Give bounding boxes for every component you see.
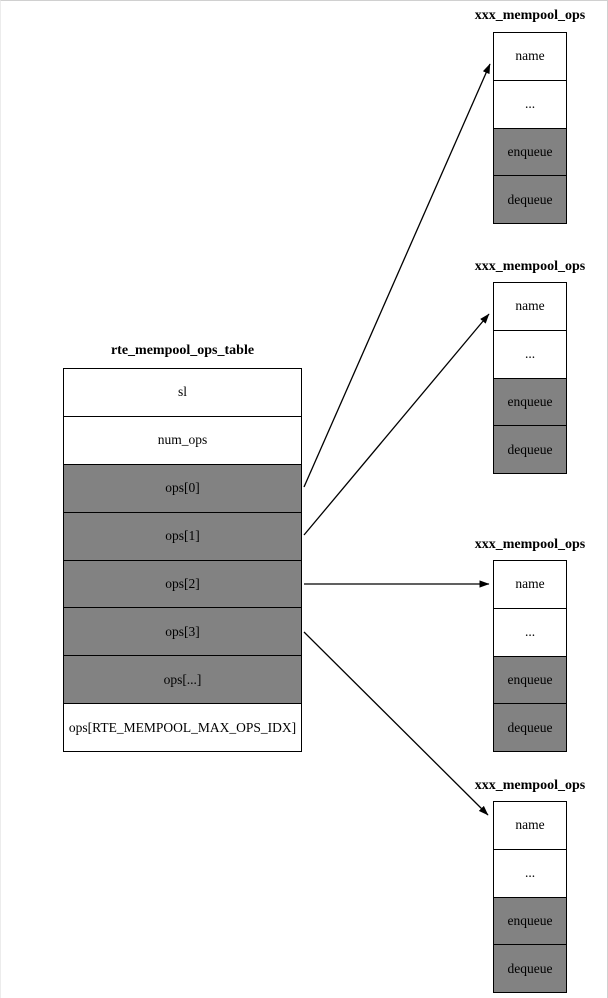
ops-table-row-name: name — [515, 576, 545, 592]
ops-table-3: name ... enqueue dequeue — [493, 560, 567, 752]
ops-table-row-name: name — [515, 817, 545, 833]
main-table-row-ops-0: ops[0] — [64, 463, 301, 512]
ops-table-row-enqueue: enqueue — [494, 896, 566, 945]
main-table-row-ops-etc: ops[...] — [64, 655, 301, 704]
ops-table-row-ellipsis: ... — [494, 607, 566, 656]
main-table-row-ops-2: ops[2] — [64, 559, 301, 608]
arrow-ops0-to-ops-table-1 — [303, 63, 491, 488]
main-table-row-ops-3: ops[3] — [64, 607, 301, 656]
arrow-ops3-to-ops-table-4 — [303, 631, 489, 816]
ops-table-row-ellipsis: ... — [494, 79, 566, 128]
ops-table-row-name: name — [515, 48, 545, 64]
arrow-ops1-to-ops-table-2 — [303, 313, 490, 536]
ops-table-4: name ... enqueue dequeue — [493, 801, 567, 993]
ops-table-row-dequeue: dequeue — [494, 175, 566, 223]
ops-table-row-dequeue: dequeue — [494, 703, 566, 751]
main-table-row-ops-1: ops[1] — [64, 511, 301, 560]
ops-table-row-dequeue: dequeue — [494, 425, 566, 473]
ops-table-row-enqueue: enqueue — [494, 127, 566, 176]
ops-table-2-title: xxx_mempool_ops — [474, 259, 586, 274]
main-table-row-sl: sl — [177, 384, 187, 400]
main-table-row-ops-max: ops[RTE_MEMPOOL_MAX_OPS_IDX] — [64, 703, 301, 751]
ops-table-row-enqueue: enqueue — [494, 655, 566, 704]
main-table: sl num_ops ops[0] ops[1] ops[2] ops[3] o… — [63, 368, 302, 752]
ops-table-1-title: xxx_mempool_ops — [474, 8, 586, 23]
main-table-row-num-ops: num_ops — [64, 415, 301, 464]
ops-table-row-enqueue: enqueue — [494, 377, 566, 426]
main-table-title: rte_mempool_ops_table — [110, 343, 255, 358]
ops-table-row-dequeue: dequeue — [494, 944, 566, 992]
ops-table-4-title: xxx_mempool_ops — [474, 778, 586, 793]
ops-table-1: name ... enqueue dequeue — [493, 32, 567, 224]
ops-table-3-title: xxx_mempool_ops — [474, 537, 586, 552]
ops-table-row-ellipsis: ... — [494, 848, 566, 897]
ops-table-row-name: name — [515, 298, 545, 314]
ops-table-row-ellipsis: ... — [494, 329, 566, 378]
ops-table-2: name ... enqueue dequeue — [493, 282, 567, 474]
